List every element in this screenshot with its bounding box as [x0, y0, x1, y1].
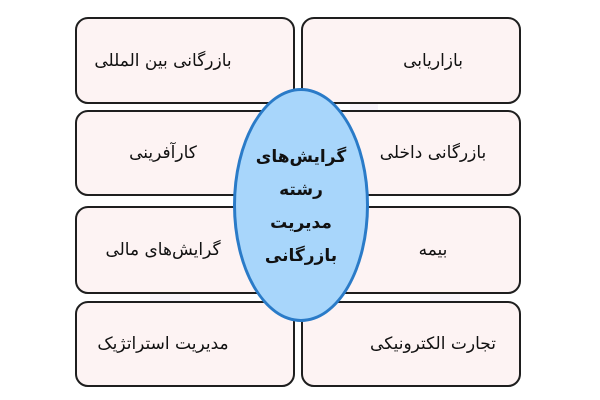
- topic-label: کارآفرینی: [129, 143, 197, 163]
- center-title-line-3: مدیریت: [270, 213, 332, 233]
- topic-box-strategic-management: مدیریت استراتژیک: [75, 301, 295, 387]
- topic-label: مدیریت استراتژیک: [97, 334, 229, 354]
- topic-label: تجارت الکترونیکی: [370, 334, 496, 354]
- topic-box-e-commerce: تجارت الکترونیکی: [301, 301, 521, 387]
- center-title-line-1: گرایش‌های: [255, 147, 347, 167]
- topic-label: بازاریابی: [403, 50, 463, 71]
- topic-box-international-trade: بازرگانی بین المللی: [75, 17, 295, 104]
- topic-box-marketing: بازاریابی: [301, 17, 521, 104]
- topic-label: بازرگانی داخلی: [379, 143, 487, 163]
- center-title-line-4: بازرگانی: [264, 246, 338, 266]
- topic-label: بازرگانی بین المللی: [94, 50, 232, 71]
- center-ellipse: گرایش‌های رشته مدیریت بازرگانی: [233, 88, 369, 322]
- center-title-line-2: رشته: [279, 180, 323, 200]
- topic-label: گرایش‌های مالی: [105, 240, 221, 260]
- topic-label: بیمه: [418, 240, 448, 260]
